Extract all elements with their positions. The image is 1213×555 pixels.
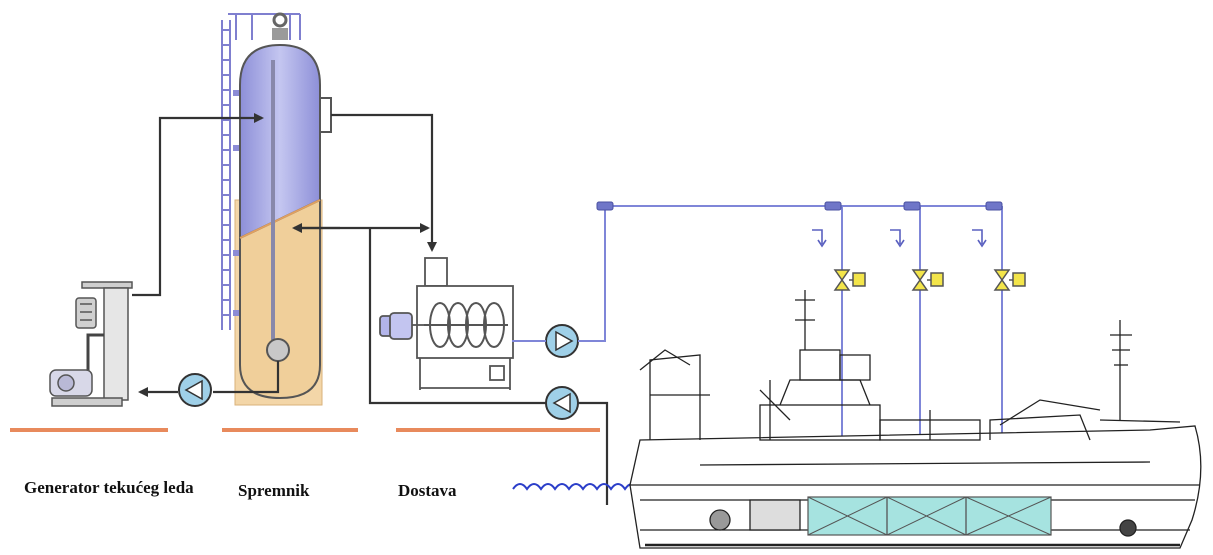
wave-icon [512, 483, 640, 491]
generator-icon [49, 281, 133, 407]
auger-icon [379, 257, 514, 390]
drop-arrows [812, 229, 987, 248]
ship-icon [629, 290, 1202, 549]
tank-icon [221, 12, 332, 406]
tank-caption: Spremnik [238, 481, 310, 500]
dark-pipes [132, 113, 609, 505]
valve-icon [833, 269, 1026, 291]
generator-caption: Generator tekućeg leda [24, 478, 194, 497]
delivery-caption: Dostava [398, 481, 457, 500]
